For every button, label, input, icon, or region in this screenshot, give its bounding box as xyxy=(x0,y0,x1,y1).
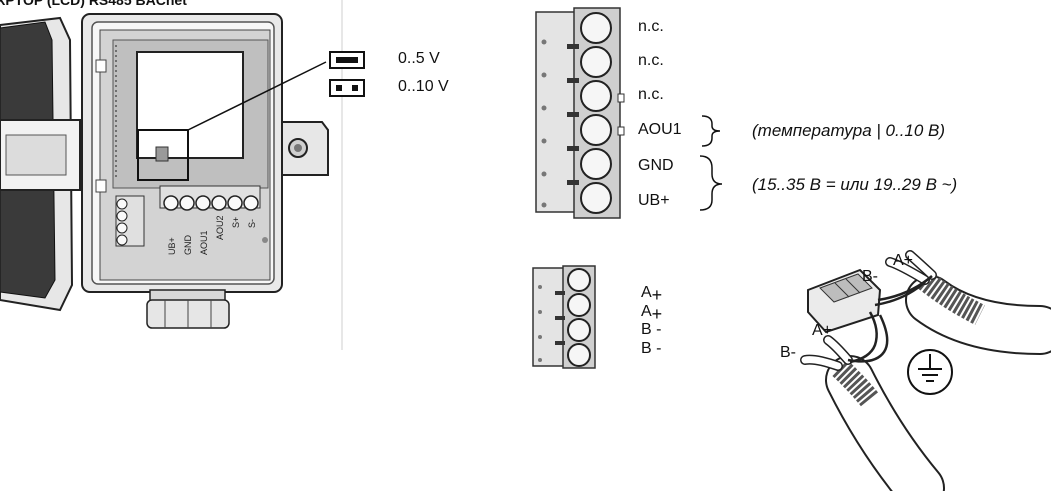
ground-icon xyxy=(907,349,953,395)
cable-label-top-a: A+ xyxy=(893,252,914,269)
jumper-legend xyxy=(329,51,365,97)
bus-pin-a2: A+ xyxy=(641,300,663,324)
callout-line xyxy=(187,61,327,131)
brace-power xyxy=(699,155,723,211)
bus-pin-b2: B - xyxy=(641,340,661,358)
bus-pin-a1-sign: + xyxy=(651,285,663,305)
cable-label-bot-a: A+ xyxy=(812,322,833,339)
device-housing xyxy=(0,13,329,329)
page-title: XPTOP (LCD) RS485 BACnet xyxy=(0,0,187,8)
pin-label-nc1: n.c. xyxy=(638,18,664,35)
pcb-label-aou1: AOU1 xyxy=(199,230,209,255)
pcb-label-gnd: GND xyxy=(183,235,193,256)
cable-illustration xyxy=(800,250,1051,491)
pin-label-ub: UB+ xyxy=(638,192,670,209)
bus-pin-a2-sign: + xyxy=(651,304,663,324)
pcb-labels: UB+ GND AOU1 AOU2 S+ S- xyxy=(167,215,257,255)
pcb-terminals xyxy=(159,185,261,211)
note-power: (15..35 В = или 19..29 В ~) xyxy=(752,175,958,194)
pin-label-gnd: GND xyxy=(638,157,674,174)
bus-pin-b1-letter: B xyxy=(641,321,652,338)
jumper-option-10v: 0..10 V xyxy=(398,78,449,95)
bus-pin-b1-sign: - xyxy=(656,321,662,338)
bus-pin-b2-letter: B xyxy=(641,340,652,357)
pin-label-nc3: n.c. xyxy=(638,86,664,103)
cable-label-bot-b: B- xyxy=(780,344,796,361)
pcb-label-ub: UB+ xyxy=(167,237,177,255)
note-aou1: (температура | 0..10 В) xyxy=(752,121,946,140)
brace-aou1 xyxy=(701,115,721,147)
pcb-label-s-minus: S- xyxy=(247,219,257,228)
jumper-option-5v: 0..5 V xyxy=(398,50,440,67)
pin-label-aou1: AOU1 xyxy=(638,121,682,138)
pcb-label-aou2: AOU2 xyxy=(215,215,225,240)
pin-label-nc2: n.c. xyxy=(638,52,664,69)
bus-pin-a2-letter: A xyxy=(641,303,652,320)
pcb-label-s-plus: S+ xyxy=(231,217,241,228)
terminal-block-bus xyxy=(532,265,596,369)
bus-pin-b1: B - xyxy=(641,321,661,339)
cable-label-top-b: B- xyxy=(862,268,878,285)
bus-pin-a1-letter: A xyxy=(641,284,652,301)
terminal-block-main xyxy=(535,7,625,219)
bus-pin-b2-sign: - xyxy=(656,340,662,357)
bus-pin-a1: A+ xyxy=(641,281,663,305)
